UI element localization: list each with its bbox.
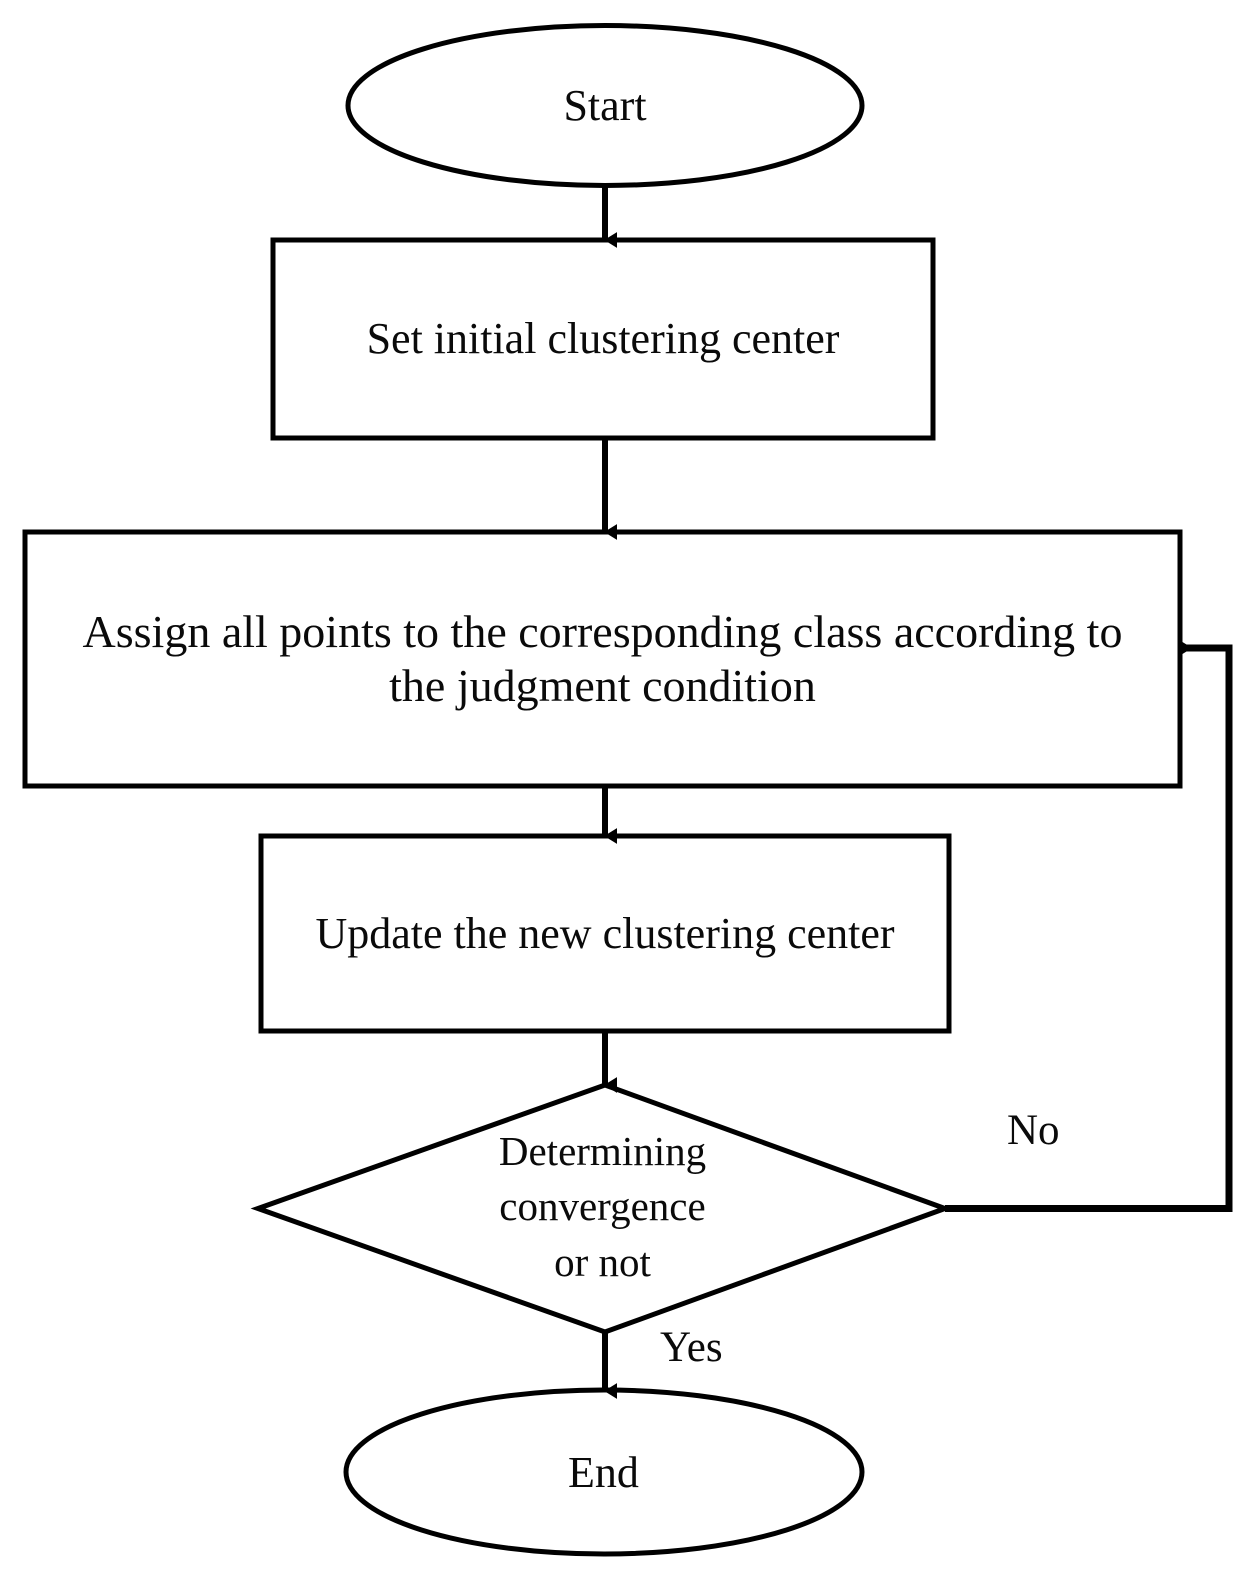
edge-decision-no-feedback-to-assign	[945, 640, 1233, 1212]
node-assign-points-shape[interactable]	[22, 529, 1183, 789]
edge-label-no: No	[1007, 1107, 1060, 1154]
node-set-initial-clustering-center-shape[interactable]	[270, 237, 936, 441]
node-decision-shape[interactable]	[250, 1082, 953, 1335]
edge-label-yes: Yes	[660, 1324, 723, 1371]
node-start-shape[interactable]	[345, 23, 865, 188]
node-end-shape[interactable]	[343, 1387, 865, 1557]
node-update-clustering-center-shape[interactable]	[258, 833, 952, 1034]
